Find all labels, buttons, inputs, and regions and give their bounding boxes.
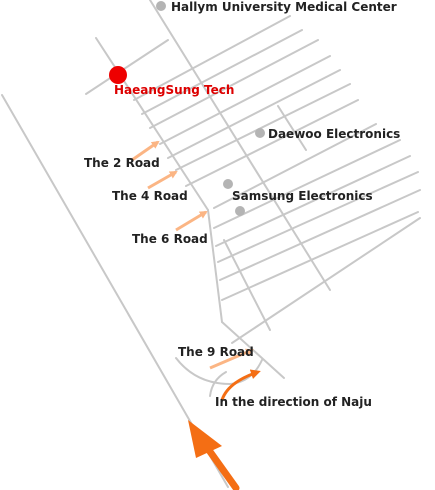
destination-label: HaeangSung Tech [114, 83, 234, 97]
interchange-ramp [175, 357, 263, 386]
cross-street [215, 155, 411, 247]
orange-arrow [131, 140, 160, 162]
road-label-2: The 2 Road [84, 156, 160, 170]
landmark-label-samsung: Samsung Electronics [232, 189, 373, 203]
cross-street [175, 83, 351, 171]
orange-arrow [147, 170, 178, 190]
cross-street [213, 123, 377, 209]
cross-street [217, 171, 419, 263]
cross-street [133, 15, 291, 101]
road-network [1, 0, 421, 488]
orange-arrow [209, 348, 254, 370]
interchange-ramp [209, 371, 227, 397]
road-label-9: The 9 Road [178, 345, 254, 359]
cross-street [141, 29, 303, 115]
gray-dot-marker [255, 128, 265, 138]
bottom-boundary-road [231, 217, 421, 344]
direction-label: In the direction of Naju [215, 395, 372, 409]
main-highway [1, 94, 229, 488]
cross-street [221, 211, 419, 301]
orange-arrow [175, 210, 208, 232]
cross-street [213, 139, 401, 229]
gray-dot-marker [223, 179, 233, 189]
arterial-road-lower [207, 209, 223, 323]
gray-dot-marker [156, 1, 166, 11]
cross-street [167, 69, 341, 159]
cross-street [185, 99, 359, 187]
long-diagonal-road [149, 0, 331, 291]
minor-road [223, 239, 271, 331]
big-entry-arrow [188, 420, 240, 490]
minor-road [277, 105, 307, 151]
cross-street [149, 39, 319, 129]
top-cross-road [85, 39, 169, 95]
cross-street [159, 55, 331, 145]
curved-orange-arrow [220, 369, 261, 401]
landmark-label-hallym: Hallym University Medical Center [171, 0, 397, 14]
red-dot-marker [109, 66, 127, 84]
cross-street [219, 189, 421, 281]
gray-dot-marker [235, 206, 245, 216]
landmark-label-daewoo: Daewoo Electronics [268, 127, 400, 141]
road-label-4: The 4 Road [112, 189, 188, 203]
road-label-6: The 6 Road [132, 232, 208, 246]
